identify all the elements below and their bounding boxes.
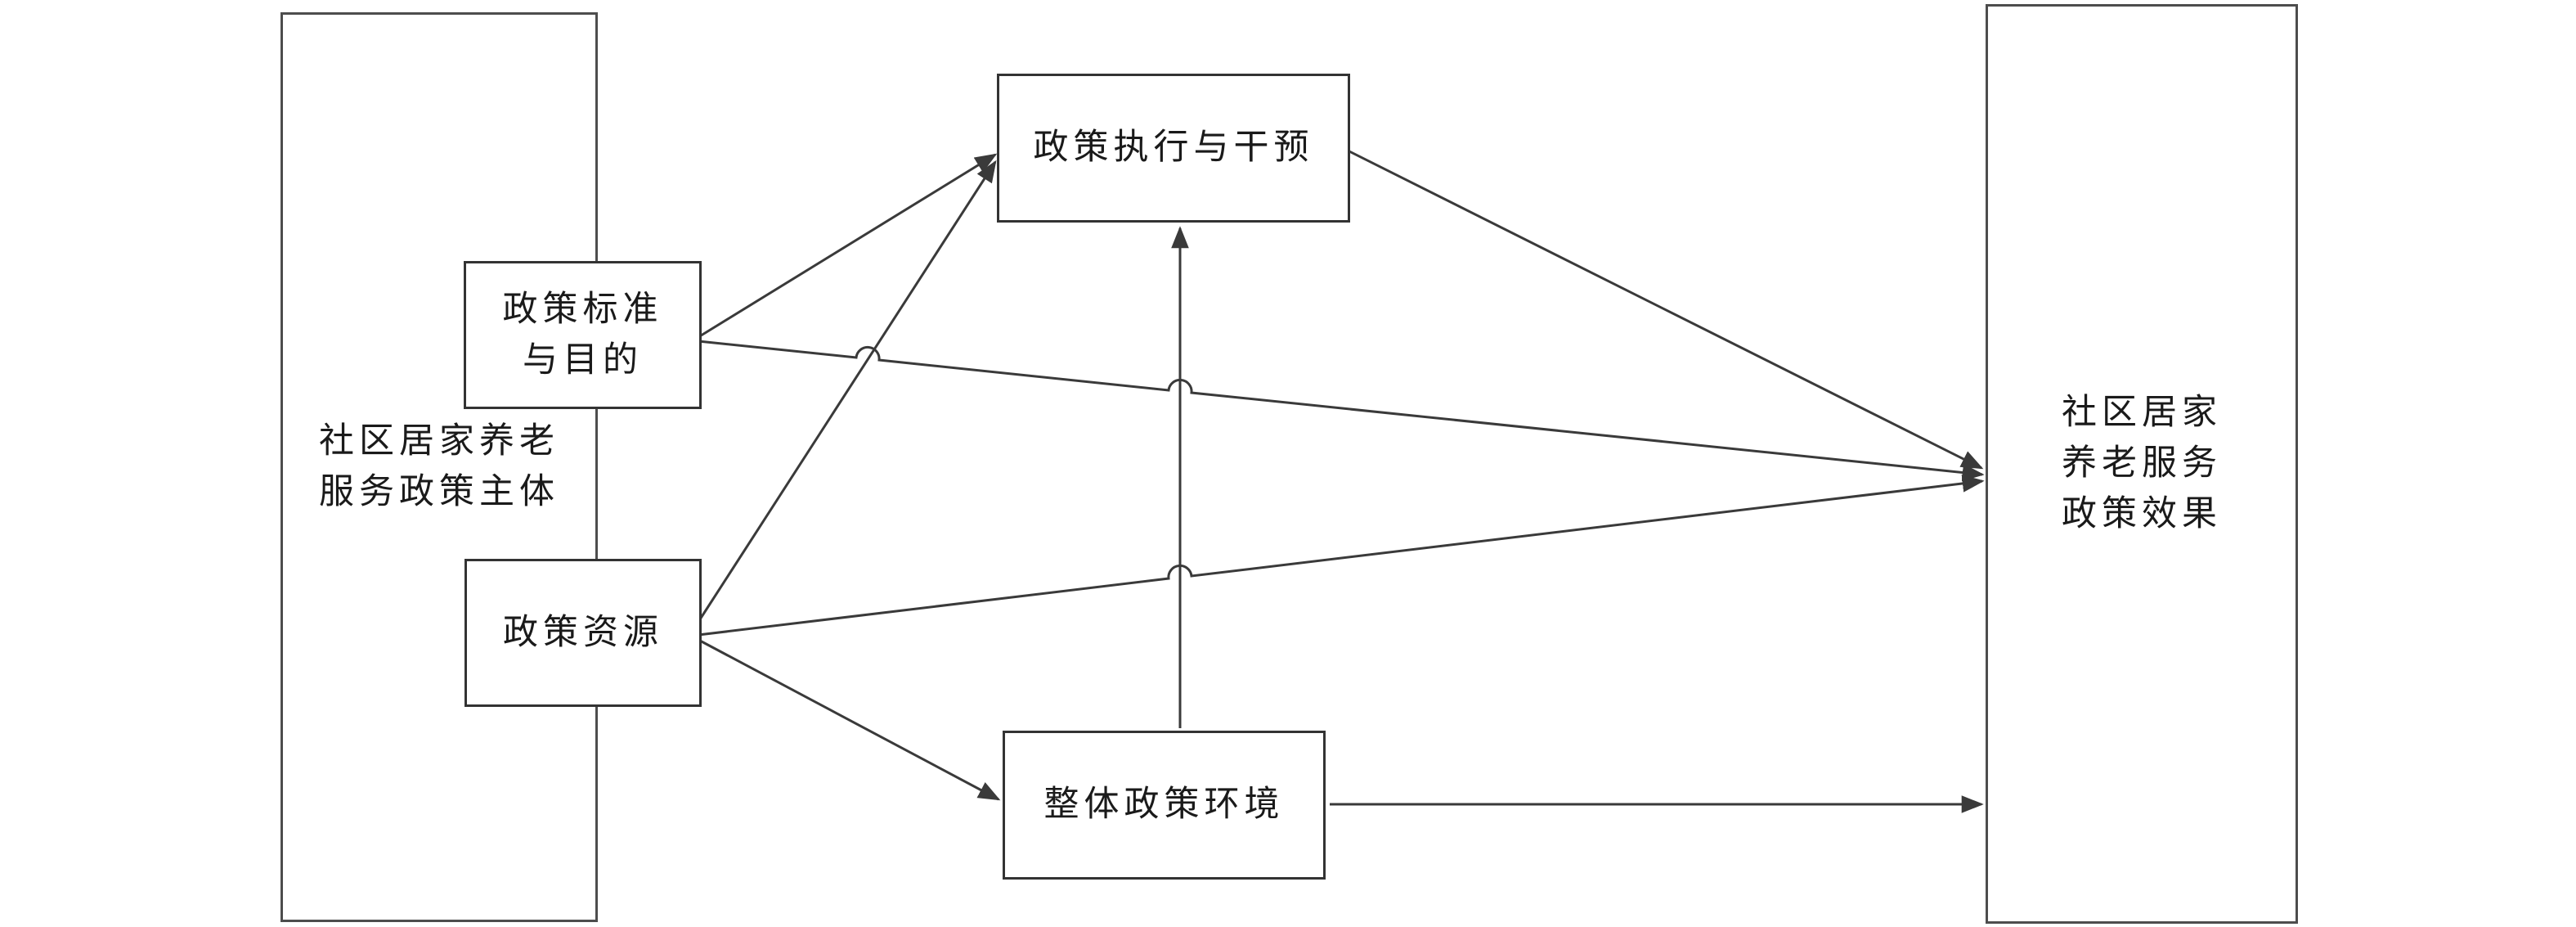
node-policy-subject-label-line1: 社区居家养老 xyxy=(319,422,559,461)
edge-resources-to-implementation xyxy=(697,160,997,623)
node-policy-environment: 整体政策环境 xyxy=(1003,731,1326,880)
node-policy-effect-label-line1: 社区居家 xyxy=(2062,394,2222,432)
edge-standards-to-implementation xyxy=(698,153,998,339)
node-policy-effect: 社区居家 养老服务 政策效果 xyxy=(1986,4,2298,924)
node-policy-resources-label: 政策资源 xyxy=(503,613,663,652)
edge-standards-to-effect xyxy=(698,340,1985,482)
node-policy-effect-label-line2: 养老服务 xyxy=(2062,444,2222,483)
node-policy-standards-label-line1: 政策标准 xyxy=(502,290,663,329)
node-policy-implementation: 政策执行与干预 xyxy=(997,74,1350,223)
node-policy-effect-label-line3: 政策效果 xyxy=(2062,495,2222,533)
node-policy-resources: 政策资源 xyxy=(464,559,702,707)
node-policy-standards-label-line2: 与目的 xyxy=(523,340,643,380)
node-policy-subject: 社区居家养老 服务政策主体 xyxy=(280,12,598,922)
edge-resources-to-effect xyxy=(698,475,1985,637)
node-policy-environment-label: 整体政策环境 xyxy=(1043,785,1285,824)
node-policy-subject-label-line2: 服务政策主体 xyxy=(319,473,559,511)
node-policy-standards: 政策标准 与目的 xyxy=(464,261,702,409)
edge-resources-to-environment xyxy=(698,638,1001,801)
node-policy-implementation-label: 政策执行与干预 xyxy=(1033,128,1314,167)
edge-implementation-to-effect xyxy=(1347,149,1984,470)
